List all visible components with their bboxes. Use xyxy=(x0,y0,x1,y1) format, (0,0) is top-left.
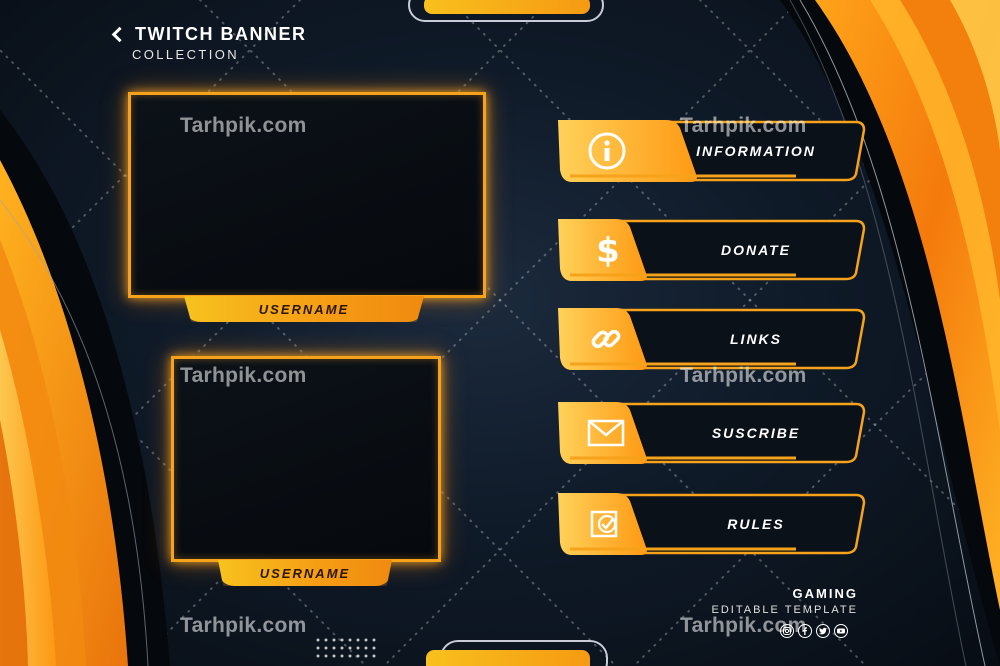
watermark-text: Tarhpik.com xyxy=(680,364,807,387)
username-label-small: USERNAME xyxy=(218,560,392,586)
panel-label: LINKS xyxy=(730,331,782,347)
instagram-icon[interactable] xyxy=(780,624,794,638)
panel-links[interactable]: LINKS xyxy=(556,308,866,370)
watermark-text: Tarhpik.com xyxy=(180,364,307,387)
footer-subtitle: EDITABLE TEMPLATE xyxy=(711,604,858,616)
facebook-icon[interactable] xyxy=(798,624,812,638)
panel-donate[interactable]: $ DONATE xyxy=(556,219,866,281)
top-accent-pill xyxy=(424,0,590,14)
link-icon xyxy=(576,308,636,370)
dollar-icon: $ xyxy=(578,219,638,281)
header: TWITCH BANNER COLLECTION xyxy=(111,24,307,62)
panel-label: DONATE xyxy=(720,242,792,258)
webcam-frame-small xyxy=(171,356,441,562)
panel-shape xyxy=(558,493,866,555)
checkbox-icon xyxy=(576,493,636,555)
panel-rules[interactable]: RULES xyxy=(556,493,866,555)
chevron-left-icon xyxy=(111,26,128,43)
panel-label: INFORMATION xyxy=(696,143,816,159)
webcam-frame-large xyxy=(128,92,486,298)
panel-subscribe[interactable]: SUSCRIBE xyxy=(556,402,866,464)
watermark-text: Tarhpik.com xyxy=(180,614,307,637)
svg-text:$: $ xyxy=(596,231,620,270)
header-title-row: TWITCH BANNER xyxy=(111,24,307,45)
footer-title: GAMING xyxy=(792,586,858,601)
panel-information[interactable]: INFORMATION xyxy=(556,120,866,182)
username-label-large: USERNAME xyxy=(184,296,424,322)
page-subtitle: COLLECTION xyxy=(132,47,240,62)
bottom-accent-pill xyxy=(426,650,590,666)
watermark-text: Tarhpik.com xyxy=(680,614,807,637)
panel-label: RULES xyxy=(727,516,785,532)
watermark-text: Tarhpik.com xyxy=(180,114,307,137)
panel-label: SUSCRIBE xyxy=(711,425,801,441)
youtube-icon[interactable] xyxy=(834,624,848,638)
watermark-text: Tarhpik.com xyxy=(680,114,807,137)
info-icon xyxy=(574,120,640,182)
page-title: TWITCH BANNER xyxy=(135,24,307,44)
envelope-icon xyxy=(576,402,636,464)
footer: GAMING EDITABLE TEMPLATE xyxy=(712,586,858,616)
panel-shape xyxy=(558,120,866,182)
panel-shape xyxy=(558,219,866,281)
panel-shape xyxy=(558,308,866,370)
twitter-icon[interactable] xyxy=(816,624,830,638)
social-icons xyxy=(780,624,848,638)
